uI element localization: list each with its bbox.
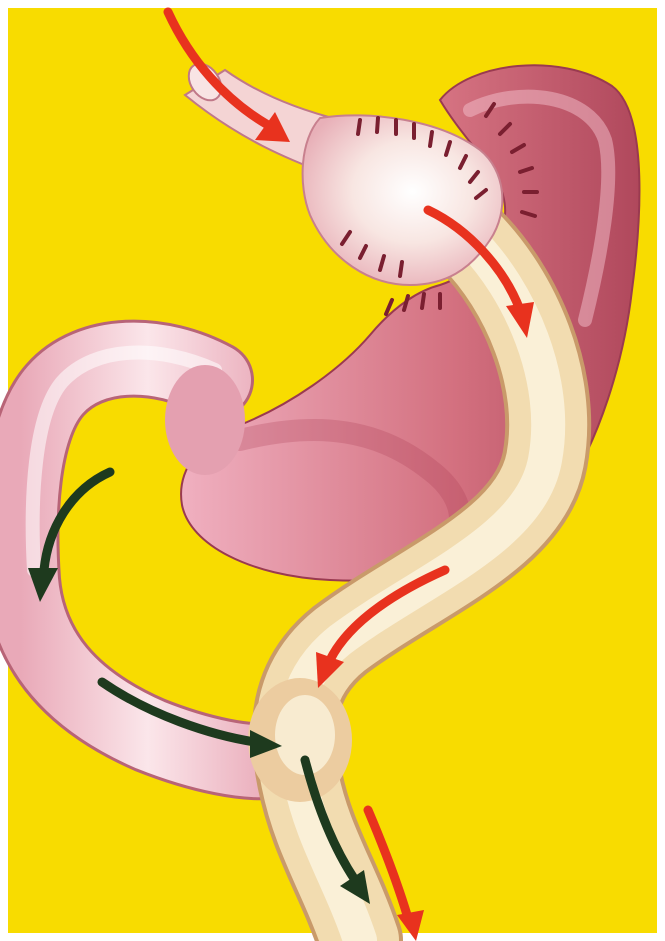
gastric-bypass-diagram [0, 0, 665, 941]
diagram-canvas [0, 0, 665, 941]
